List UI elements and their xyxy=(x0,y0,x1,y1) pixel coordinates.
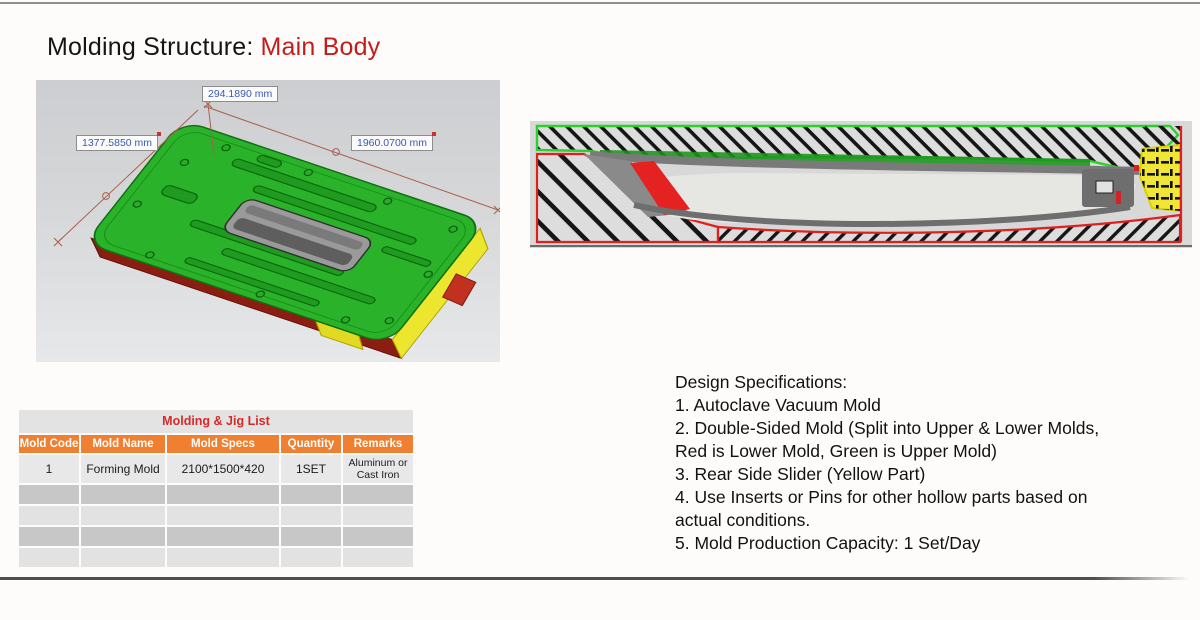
dim-label-right: 1960.0700 mm xyxy=(351,132,437,151)
spec-heading: Design Specifications: xyxy=(675,372,848,392)
table-cell xyxy=(343,506,413,525)
part-lower-skin xyxy=(633,202,1131,227)
screw-holes xyxy=(132,144,458,325)
dim-label-top: 294.1890 mm xyxy=(202,86,279,102)
cross-section-viewport xyxy=(530,121,1192,248)
opening-inner-top xyxy=(245,205,363,250)
table-cell xyxy=(167,485,279,504)
table-cell xyxy=(343,548,413,567)
table-cell: 1SET xyxy=(281,455,341,483)
top-face-contour xyxy=(104,132,466,333)
top-divider xyxy=(0,2,1200,4)
lower-mold-band-hatch xyxy=(716,213,1182,244)
table-cell xyxy=(167,527,279,546)
opening-inner-bottom xyxy=(233,218,353,266)
part-profile xyxy=(584,151,1143,227)
spec-item: 2. Double-Sided Mold (Split into Upper &… xyxy=(675,418,1100,461)
page-title: Molding Structure:Main Body xyxy=(47,33,380,62)
dim-right-value: 1960.0700 mm xyxy=(357,137,428,149)
table-title: Molding & Jig List xyxy=(19,410,413,433)
cad-viewport: 294.1890 mm 1377.5850 mm 1960.0700 mm xyxy=(36,80,500,362)
table-cell: 1 xyxy=(19,455,79,483)
spec-item: 5. Mold Production Capacity: 1 Set/Day xyxy=(675,533,981,553)
table-cell xyxy=(343,485,413,504)
table-cell xyxy=(167,548,279,567)
slider-section xyxy=(1138,143,1181,213)
table-cell: Forming Mold xyxy=(81,455,165,483)
table-cell xyxy=(19,527,79,546)
mold-body xyxy=(90,124,489,360)
spec-list: 1. Autoclave Vacuum Mold 2. Double-Sided … xyxy=(675,394,1127,555)
design-specs: Design Specifications: 1. Autoclave Vacu… xyxy=(675,371,1127,555)
table-cell xyxy=(281,506,341,525)
table-cell xyxy=(19,485,79,504)
dim-marker-dot xyxy=(157,132,162,136)
dimension-lines xyxy=(53,91,500,247)
cross-section-view xyxy=(530,121,1192,248)
table-row xyxy=(19,506,413,525)
table-cell xyxy=(81,485,165,504)
table-cell xyxy=(343,527,413,546)
right-block-hole xyxy=(1095,180,1114,194)
dim-label-left: 1377.5850 mm xyxy=(76,132,162,151)
page-title-prefix: Molding Structure: xyxy=(47,33,254,61)
red-pin-mark xyxy=(1116,191,1121,204)
table-cell: Aluminum or Cast Iron xyxy=(343,455,413,483)
table-cell xyxy=(281,527,341,546)
spec-item: 3. Rear Side Slider (Yellow Part) xyxy=(675,464,926,484)
part-upper-skin xyxy=(589,151,1143,175)
upper-mold-green-skin xyxy=(600,150,1090,167)
table-row xyxy=(19,548,413,567)
mold-3d-view xyxy=(53,91,500,360)
table-row xyxy=(19,527,413,546)
table-header-cell: Mold Code xyxy=(19,435,79,453)
table-cell xyxy=(81,506,165,525)
table-cell xyxy=(281,485,341,504)
page-title-highlight: Main Body xyxy=(260,33,381,61)
slider-grid xyxy=(1140,145,1180,211)
dim-left-value: 1377.5850 mm xyxy=(82,137,153,149)
dim-top-value: 294.1890 mm xyxy=(208,88,273,100)
groove-slots xyxy=(161,154,432,307)
bottom-divider xyxy=(0,577,1190,580)
table-cell xyxy=(19,548,79,567)
lower-mold-section xyxy=(535,152,1182,244)
table-cell: 2100*1500*420 xyxy=(167,455,279,483)
cavity xyxy=(630,173,1136,225)
xsec-bottom-line xyxy=(530,245,1192,247)
table-cell xyxy=(19,506,79,525)
table-cell xyxy=(81,548,165,567)
table-header-cell: Mold Specs xyxy=(167,435,279,453)
table-header-cell: Mold Name xyxy=(81,435,165,453)
upper-mold-section xyxy=(535,124,1180,175)
table-cell xyxy=(81,527,165,546)
red-insert-wedge xyxy=(630,161,690,215)
table-cell xyxy=(167,506,279,525)
dim-marker-dot xyxy=(432,132,437,136)
spec-item: 1. Autoclave Vacuum Mold xyxy=(675,395,881,415)
red-clip-tab xyxy=(441,273,477,307)
red-pin-mark-2 xyxy=(1134,165,1139,171)
spec-item: 4. Use Inserts or Pins for other hollow … xyxy=(675,487,1088,530)
table-header-cell: Quantity xyxy=(281,435,341,453)
table-cell xyxy=(281,548,341,567)
table-header-cell: Remarks xyxy=(343,435,413,453)
table-row xyxy=(19,485,413,504)
